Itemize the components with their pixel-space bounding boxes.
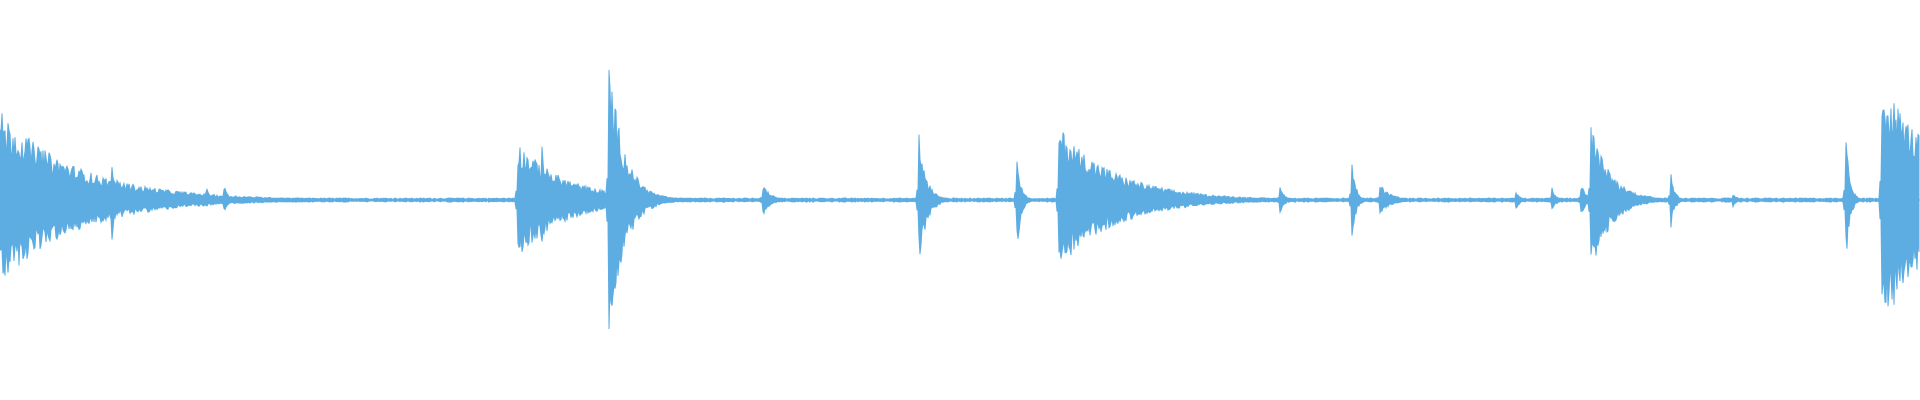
waveform-envelope — [0, 69, 1920, 330]
